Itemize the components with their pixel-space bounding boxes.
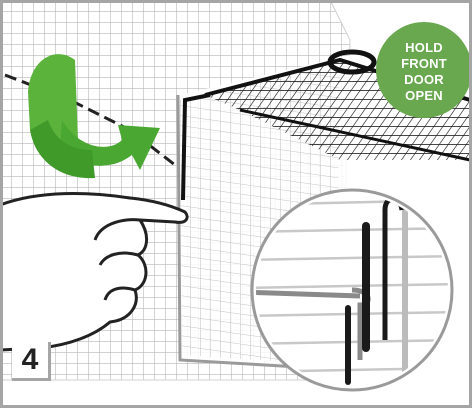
- step-number-box: 4: [12, 342, 51, 381]
- step-number: 4: [22, 345, 39, 375]
- badge-line: DOOR: [384, 72, 464, 88]
- badge-line: HOLD: [384, 40, 464, 56]
- badge-line: OPEN: [384, 88, 464, 104]
- badge-line: FRONT: [384, 56, 464, 72]
- instruction-badge-text: HOLD FRONT DOOR OPEN: [384, 40, 464, 104]
